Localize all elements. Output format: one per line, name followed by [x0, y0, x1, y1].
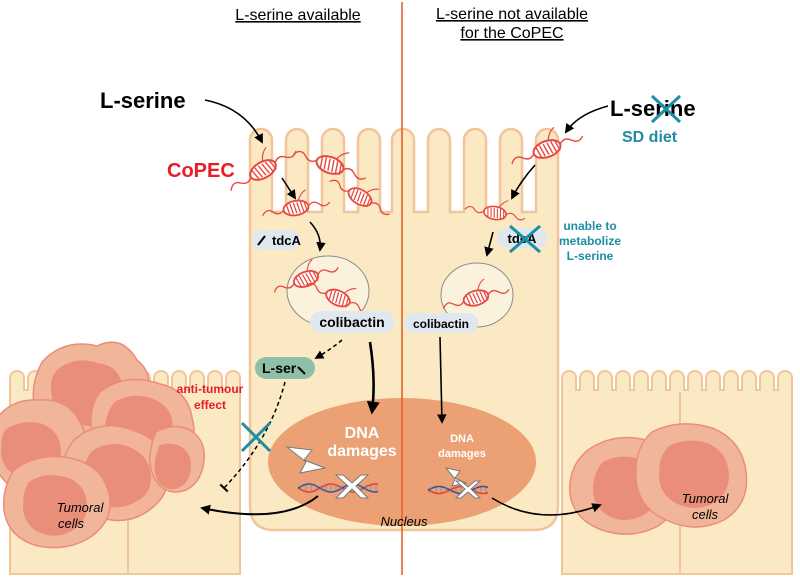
- copec-label: CoPEC: [167, 160, 235, 182]
- tdca-pill-left: [252, 230, 300, 250]
- lser-label: L-ser: [262, 360, 297, 376]
- tumor-cluster-left: [0, 341, 205, 549]
- antitumour-line2: effect: [194, 398, 226, 412]
- sd-diet-label: SD diet: [622, 129, 678, 146]
- tumoral-right-line2: cells: [692, 507, 719, 522]
- dna-damages-right-line2: damages: [438, 448, 486, 460]
- dna-damages-left-line1: DNA: [345, 425, 380, 442]
- tumoral-left-line2: cells: [58, 516, 85, 531]
- header-right-line1: L-serine not available: [436, 6, 588, 23]
- tdca-crossed-icon: [509, 224, 541, 254]
- tumoral-right-line1: Tumoral: [682, 491, 730, 506]
- dna-helix-left: [297, 483, 379, 493]
- bacterium-icon: [305, 282, 370, 314]
- bacterium-icon: [442, 278, 510, 309]
- antitumour-line1: anti-tumour: [177, 382, 244, 396]
- nucleus-label: Nucleus: [381, 514, 428, 529]
- arrow-colibactin-to-dna-right: [437, 336, 447, 424]
- dna-damages-right-line1: DNA: [450, 433, 474, 445]
- arrow-bacteria-to-crypt-right: [511, 164, 536, 200]
- arrow-tdca-to-vacuole-right: [484, 231, 494, 257]
- arrow-lserine-to-bacteria-right: [564, 105, 609, 134]
- header-right-line2: for the CoPEC: [460, 25, 563, 42]
- bacteria-group: [230, 126, 584, 314]
- tdca-tick-left: [257, 235, 266, 246]
- unable-line3: L-serine: [567, 249, 614, 263]
- colibactin-pill-right: [404, 313, 478, 333]
- tumor-cluster-right: [569, 423, 748, 535]
- colibactin-pill-left: [310, 311, 394, 333]
- colibactin-label-right: colibactin: [413, 317, 469, 331]
- tumoral-left-line1: Tumoral: [57, 500, 105, 515]
- arrow-colibactin-to-dna-left: [366, 341, 380, 415]
- bacterium-icon: [293, 150, 367, 180]
- arrow-colibactin-to-lser-dashed: [314, 339, 343, 359]
- lser-pill: [255, 357, 315, 379]
- arrow-tdca-to-vacuole-left: [309, 221, 326, 252]
- bacterium-icon: [230, 147, 297, 191]
- arrow-nucleus-to-tumor-right: [491, 497, 602, 516]
- bacterium-icon: [464, 200, 526, 221]
- lserine-label-left: L-serine: [100, 88, 186, 113]
- lserine-label-right: L-serine: [610, 96, 696, 121]
- lightning-icon-left: [285, 446, 327, 474]
- header-left: L-serine available: [235, 7, 361, 24]
- unable-line1: unable to: [563, 219, 616, 233]
- bacterium-icon: [329, 179, 390, 216]
- colibactin-label-left: colibactin: [319, 314, 384, 330]
- bacterium-icon: [262, 189, 331, 217]
- arrow-nucleus-to-tumor-left: [200, 495, 319, 516]
- arrow-copec-to-crypt-left: [281, 177, 297, 200]
- unable-line2: metabolize: [559, 234, 621, 248]
- dna-damages-left-line2: damages: [327, 443, 396, 460]
- bacterium-icon: [511, 126, 584, 165]
- blocked-antitumour-cross-icon: [240, 421, 272, 453]
- scissors-icon-left: [334, 474, 370, 499]
- lser-tick: [297, 366, 306, 375]
- lserine-crossed-icon: [650, 94, 682, 124]
- arrow-lserine-to-bacteria-left: [204, 99, 263, 144]
- tdca-label-left: tdcA: [272, 233, 302, 248]
- scissors-icon-right: [454, 480, 482, 499]
